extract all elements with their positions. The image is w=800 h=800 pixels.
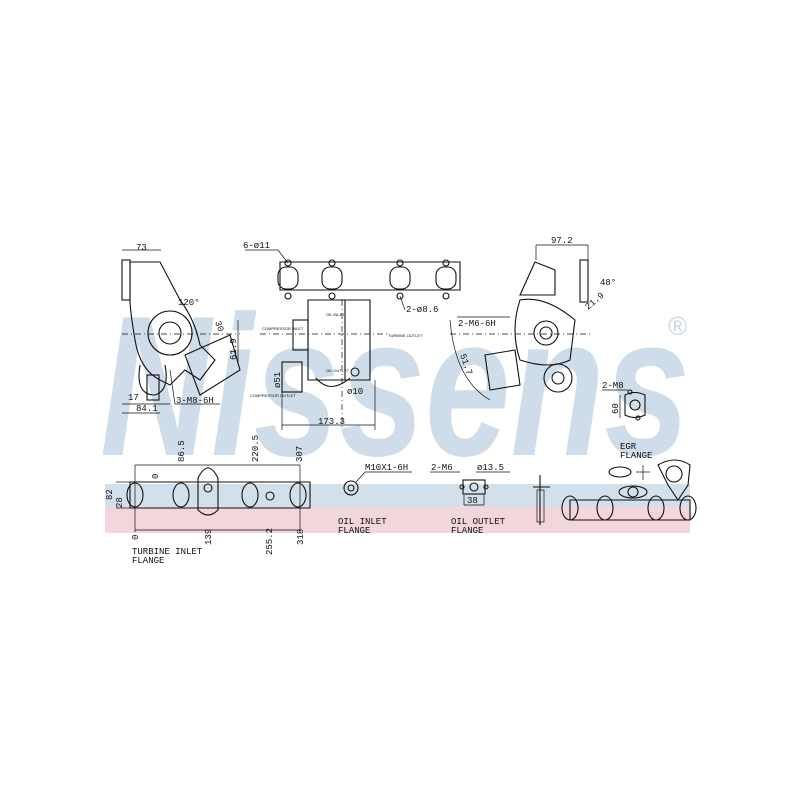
- dimension-label: OIL INLET: [326, 312, 345, 317]
- dimension-label: 60: [611, 403, 621, 414]
- dimension-label: OIL OUTLET: [326, 368, 350, 373]
- dimension-label: TURBINE OUTLET: [388, 333, 423, 338]
- dimension-label: 97.2: [551, 236, 573, 246]
- dimension-label: 82: [105, 489, 115, 500]
- dimension-label: 2-M6: [431, 463, 453, 473]
- oil-outlet-flange: 2-M6 ø13.5 38 OIL OUTLET FLANGE: [430, 463, 510, 536]
- turbine-inlet-flange: 0 86.5 220.5 307 0 139 255.2 318 82 28 T…: [105, 435, 311, 566]
- nissens-watermark: Nissens: [100, 275, 690, 498]
- dimension-label: 173.3: [318, 417, 345, 427]
- dimension-label: 0: [131, 535, 141, 540]
- dimension-label: 38: [467, 496, 478, 506]
- dimension-label: 28: [115, 497, 125, 508]
- dimension-label: 17: [128, 393, 139, 403]
- dimension-label: 48°: [600, 278, 616, 288]
- front-view: 6-ø11 2-ø8.6 ø51 ø10 173.3 COMPRESSOR IN…: [243, 241, 461, 430]
- dimension-label: 86.5: [177, 440, 187, 462]
- oil-inlet-flange: M10X1-6H OIL INLET FLANGE: [338, 463, 412, 536]
- dimension-label: 3-M8-6H: [176, 396, 214, 406]
- dimension-label: ø10: [347, 387, 363, 397]
- dimension-label: 73: [136, 243, 147, 253]
- dimension-label: 307: [295, 446, 305, 462]
- dimension-label: OIL INLET: [338, 517, 387, 527]
- dimension-label: FLANGE: [338, 526, 370, 536]
- manifold-bottom-view: [533, 475, 697, 525]
- dimension-label: FLANGE: [620, 451, 652, 461]
- dimension-label: OIL OUTLET: [451, 517, 506, 527]
- dimension-label: 84.1: [136, 404, 158, 414]
- dimension-label: 220.5: [251, 435, 261, 462]
- registered-mark: ®: [668, 311, 687, 341]
- dimension-label: TURBINE INLET: [132, 547, 203, 557]
- dimension-label: 61.9: [229, 338, 239, 360]
- dimension-label: 2-M6-6H: [458, 319, 496, 329]
- dimension-label: ø13.5: [477, 463, 504, 473]
- dimension-label: 139: [204, 529, 214, 545]
- dimension-label: 120°: [178, 298, 200, 308]
- dimension-label: M10X1-6H: [365, 463, 408, 473]
- dimension-label: 255.2: [265, 528, 275, 555]
- dimension-label: 6-ø11: [243, 241, 270, 251]
- dimension-label: 2-ø8.6: [406, 305, 438, 315]
- dimension-label: COMPRESSOR OUTLET: [250, 393, 296, 398]
- dimension-label: 318: [296, 529, 306, 545]
- dimension-label: COMPRESSOR INLET: [262, 326, 304, 331]
- dimension-label: FLANGE: [132, 556, 164, 566]
- dimension-label: 30: [212, 320, 225, 334]
- dimension-label: FLANGE: [451, 526, 483, 536]
- dimension-label: 0: [151, 474, 161, 479]
- egr-flange-detail: 2-M8 60 EGR FLANGE: [602, 381, 691, 501]
- dimension-label: ø51: [273, 372, 283, 388]
- left-side-view: 73 120° 30 61.9 17 84.1 3-M8-6H: [121, 243, 241, 414]
- dimension-label: EGR: [620, 442, 637, 452]
- dimension-label: 2-M8: [602, 381, 624, 391]
